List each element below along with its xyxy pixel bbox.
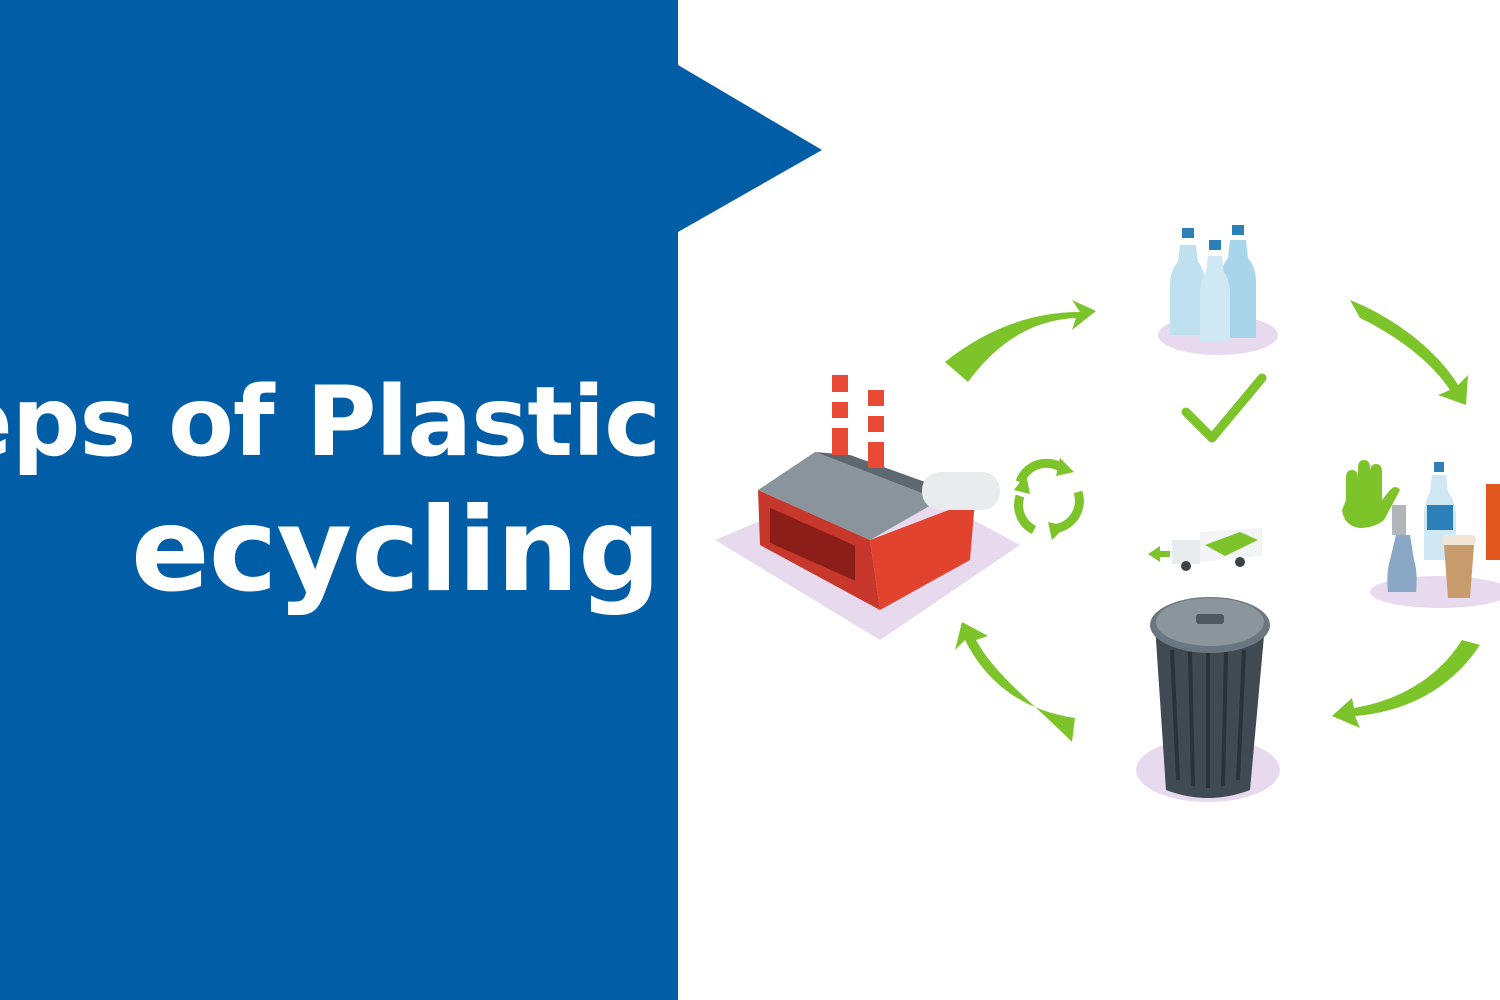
trash-can-icon bbox=[1136, 597, 1280, 802]
recycling-cycle-illustration bbox=[715, 225, 1500, 802]
title-line-2: ecycling bbox=[131, 483, 661, 618]
garbage-truck-icon bbox=[1148, 528, 1262, 571]
plastic-bottles-icon bbox=[1158, 225, 1278, 355]
plastic-waste-icon bbox=[1370, 462, 1500, 608]
stop-hand-icon bbox=[1342, 460, 1400, 528]
check-mark-icon bbox=[1181, 373, 1267, 443]
cycle-arrow-top-right bbox=[1350, 300, 1468, 405]
title-line-1: eps of Plastic bbox=[0, 366, 661, 478]
cycle-arrow-bottom-right bbox=[1332, 640, 1480, 728]
cycle-arrow-bottom-left bbox=[955, 622, 1075, 742]
factory-icon bbox=[715, 375, 1020, 640]
cycle-arrow-top-left bbox=[945, 300, 1096, 382]
recycle-symbol-icon bbox=[1014, 458, 1084, 540]
blue-arrow-panel bbox=[0, 0, 822, 1000]
